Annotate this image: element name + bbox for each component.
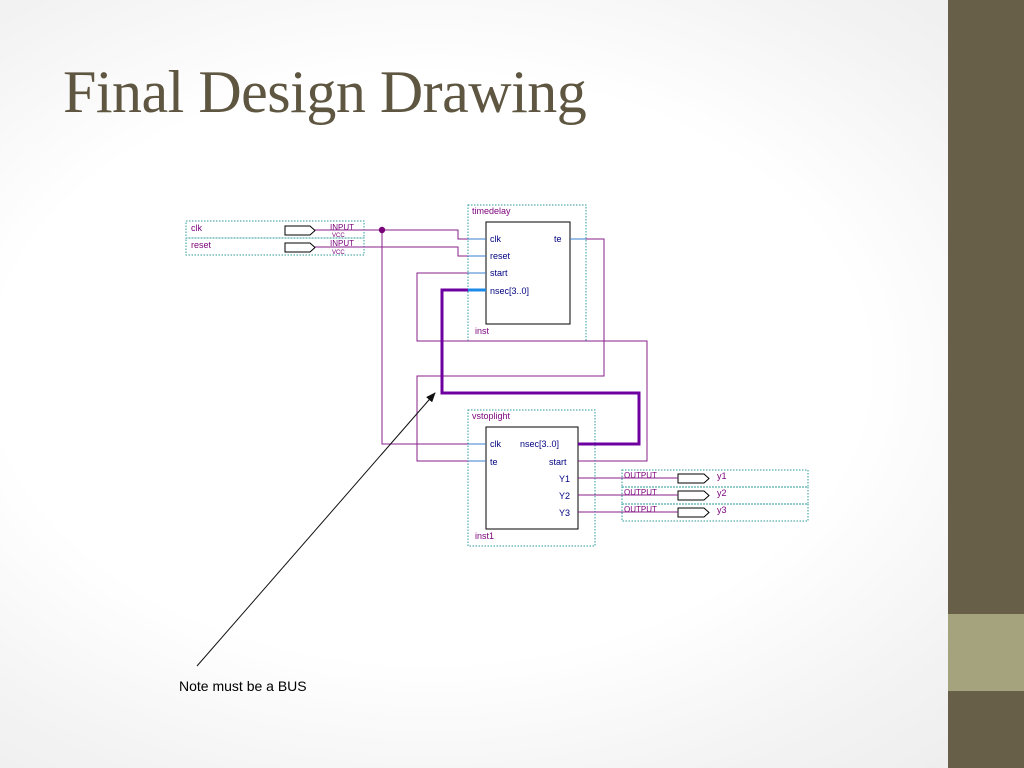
slide-title: Final Design Drawing xyxy=(63,59,587,125)
side-accent xyxy=(948,614,1024,691)
timedelay-block: timedelay inst clk reset start nsec[3..0… xyxy=(467,204,587,342)
vstoplight-port-clk: clk xyxy=(490,439,501,449)
wires xyxy=(315,226,678,513)
timedelay-port-clk: clk xyxy=(490,234,501,244)
vstoplight-port-te: te xyxy=(490,457,498,467)
vstoplight-port-y1: Y1 xyxy=(559,474,570,484)
bus-nsec xyxy=(440,288,641,446)
input-default-clk: VCC xyxy=(332,233,345,239)
output-name-y3: y3 xyxy=(717,505,727,515)
timedelay-port-reset: reset xyxy=(490,251,511,261)
input-name-clk: clk xyxy=(191,223,202,233)
output-name-y1: y1 xyxy=(717,471,727,481)
output-pin-y2: OUTPUT y2 xyxy=(621,486,809,505)
annotation-note: Note must be a BUS xyxy=(179,678,307,694)
vstoplight-port-y2: Y2 xyxy=(559,491,570,501)
timedelay-port-te: te xyxy=(554,234,562,244)
wire-te xyxy=(416,238,605,462)
vstoplight-port-nsec: nsec[3..0] xyxy=(520,439,559,449)
wire-start xyxy=(416,272,648,462)
wire-clk-branch xyxy=(381,230,468,445)
timedelay-instance-name: inst xyxy=(475,326,490,336)
vstoplight-block: vstoplight inst1 clk te nsec[3..0] start… xyxy=(467,409,596,547)
vstoplight-port-y3: Y3 xyxy=(559,508,570,518)
output-name-y2: y2 xyxy=(717,488,727,498)
input-type-clk: INPUT xyxy=(330,223,354,232)
input-name-reset: reset xyxy=(191,240,212,250)
wire-clk xyxy=(315,229,468,240)
vstoplight-port-start: start xyxy=(549,457,567,467)
input-type-reset: INPUT xyxy=(330,239,354,248)
schematic-diagram: clk INPUT VCC reset INPUT VCC timedelay … xyxy=(179,204,809,694)
vstoplight-symbol-name: vstoplight xyxy=(472,411,511,421)
vstoplight-instance-name: inst1 xyxy=(475,531,494,541)
timedelay-port-nsec: nsec[3..0] xyxy=(490,286,529,296)
annotation-arrow xyxy=(196,392,436,667)
output-type-y3: OUTPUT xyxy=(624,505,657,514)
timedelay-port-start: start xyxy=(490,268,508,278)
output-type-y1: OUTPUT xyxy=(624,471,657,480)
junction-dot xyxy=(378,226,386,234)
timedelay-symbol-name: timedelay xyxy=(472,206,511,216)
input-default-reset: VCC xyxy=(332,250,345,256)
wire-reset xyxy=(315,246,468,257)
output-type-y2: OUTPUT xyxy=(624,488,657,497)
